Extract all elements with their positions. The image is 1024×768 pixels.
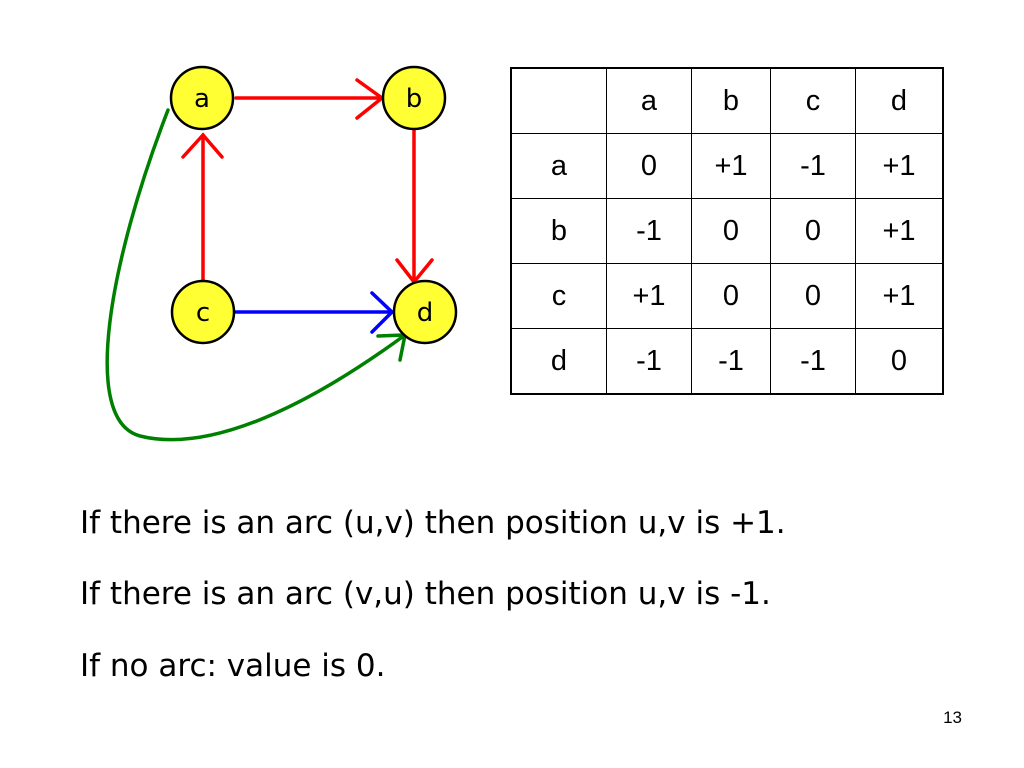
node-c: c — [170, 279, 236, 345]
matrix-corner-cell — [510, 67, 607, 134]
matrix-cell: 0 — [606, 133, 692, 199]
matrix-cell: -1 — [606, 328, 692, 395]
node-a-label: a — [194, 84, 210, 114]
node-b-label: b — [406, 84, 423, 114]
matrix-row: d -1 -1 -1 0 — [510, 328, 944, 395]
node-b: b — [381, 65, 447, 131]
matrix-cell: 0 — [691, 263, 771, 329]
adjacency-matrix: a b c d a 0 +1 -1 +1 b -1 0 0 +1 c +1 0 … — [510, 67, 944, 395]
matrix-cell: -1 — [606, 198, 692, 264]
arc-a-d — [105, 108, 408, 442]
node-c-label: c — [196, 298, 210, 328]
matrix-row-label: c — [510, 263, 607, 329]
matrix-row-label: b — [510, 198, 607, 264]
matrix-cell: -1 — [770, 133, 856, 199]
node-d-label: d — [417, 298, 434, 328]
graph-diagram: a b c d — [105, 65, 458, 442]
rule-no-arc: If no arc: value is 0. — [80, 648, 386, 684]
page-number: 13 — [943, 708, 962, 727]
matrix-header-cell: d — [855, 67, 944, 134]
matrix-row: b -1 0 0 +1 — [510, 198, 944, 264]
matrix-cell: +1 — [855, 198, 944, 264]
matrix-header-cell: c — [770, 67, 856, 134]
matrix-cell: +1 — [855, 133, 944, 199]
arc-b-d — [395, 128, 434, 285]
matrix-cell: 0 — [770, 198, 856, 264]
matrix-row-label: a — [510, 133, 607, 199]
matrix-header-row: a b c d — [510, 67, 944, 134]
matrix-cell: +1 — [606, 263, 692, 329]
arc-a-b — [234, 78, 385, 120]
matrix-row: a 0 +1 -1 +1 — [510, 133, 944, 199]
matrix-cell: 0 — [770, 263, 856, 329]
matrix-header-cell: a — [606, 67, 692, 134]
matrix-cell: -1 — [691, 328, 771, 395]
matrix-cell: 0 — [855, 328, 944, 395]
matrix-row-label: d — [510, 328, 607, 395]
matrix-header-cell: b — [691, 67, 771, 134]
matrix-row: c +1 0 0 +1 — [510, 263, 944, 329]
rule-positive-arc: If there is an arc (u,v) then position u… — [80, 505, 786, 541]
node-a: a — [169, 65, 235, 131]
matrix-cell: -1 — [770, 328, 856, 395]
rule-negative-arc: If there is an arc (v,u) then position u… — [80, 576, 771, 612]
matrix-cell: 0 — [691, 198, 771, 264]
node-d: d — [392, 279, 458, 345]
matrix-cell: +1 — [855, 263, 944, 329]
matrix-cell: +1 — [691, 133, 771, 199]
arc-c-a — [181, 132, 224, 284]
arc-c-d — [234, 291, 395, 334]
